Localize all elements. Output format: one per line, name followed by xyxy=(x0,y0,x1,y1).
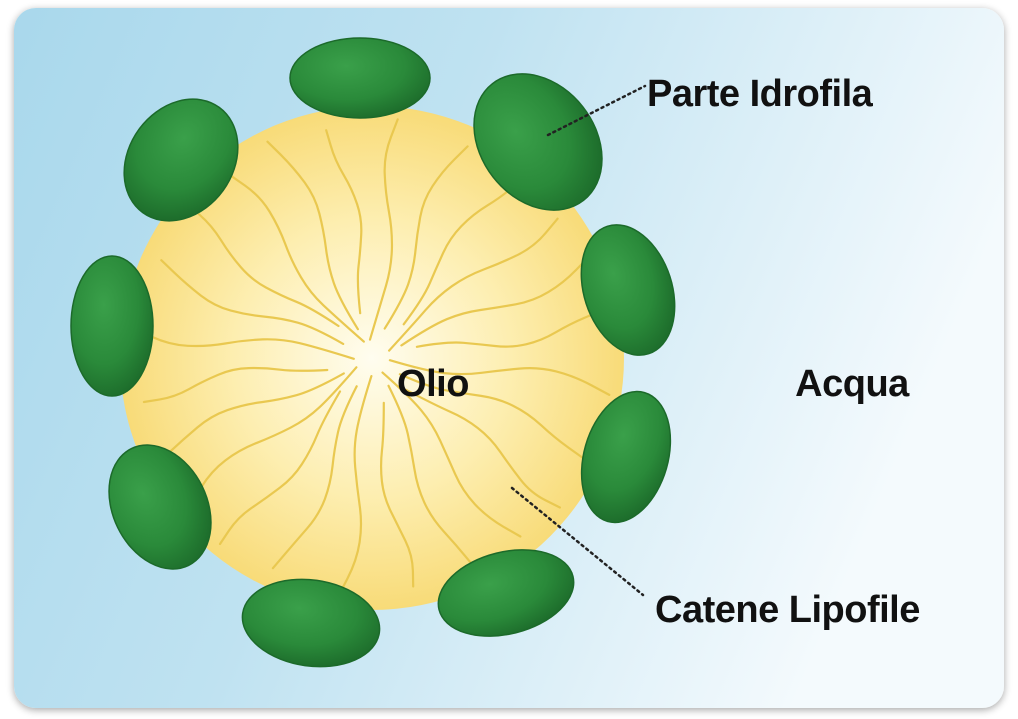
lipophilic-chain xyxy=(132,327,355,360)
lipophilic-chains xyxy=(132,118,611,597)
lipophilic-chain xyxy=(142,366,329,404)
lipophilic-chain xyxy=(218,390,342,546)
hydrophilic-head xyxy=(123,98,239,222)
hydrophilic-heads xyxy=(70,37,676,668)
hydrophilic-head xyxy=(108,444,212,570)
hydrophilic-head xyxy=(580,390,672,524)
hydrophilic-head xyxy=(70,255,154,397)
lipophilic-chain xyxy=(190,366,358,505)
hydrophilic-head xyxy=(580,224,676,356)
lipophilic-chain xyxy=(388,217,559,352)
lipophilic-chain xyxy=(228,173,365,343)
hydrophilic-head xyxy=(473,73,603,211)
hydrophilic-head xyxy=(289,37,431,119)
hydrophilic-head xyxy=(241,578,381,668)
lipophilic-chain xyxy=(387,384,481,575)
hydrophilic-head xyxy=(437,549,575,637)
oil-droplet xyxy=(120,106,624,610)
lipophilic-chain xyxy=(388,359,611,396)
lipophilic-chain xyxy=(383,145,469,330)
lipophilic-chain xyxy=(337,375,373,597)
label-lipophilic: Catene Lipofile xyxy=(655,589,920,631)
label-water: Acqua xyxy=(795,363,910,405)
lipophilic-chain xyxy=(271,385,358,570)
lipophilic-chain xyxy=(398,373,584,459)
leader-line-hydrophilic xyxy=(546,84,647,137)
lipophilic-chain xyxy=(160,259,345,345)
lipophilic-chain xyxy=(266,140,359,331)
label-hydrophilic: Parte Idrofila xyxy=(647,73,874,115)
leader-line-lipophilic xyxy=(510,486,645,597)
label-oil: Olio xyxy=(397,363,469,405)
lipophilic-chain xyxy=(155,372,345,466)
lipophilic-chain xyxy=(381,371,522,538)
lipophilic-chain xyxy=(415,310,601,348)
lipophilic-chain xyxy=(186,203,340,328)
lipophilic-chain xyxy=(400,255,591,347)
lipophilic-chain xyxy=(402,173,529,326)
lipophilic-chain xyxy=(325,129,363,315)
lipophilic-chain xyxy=(404,388,561,509)
lipophilic-chain xyxy=(368,118,399,341)
lipophilic-chain xyxy=(379,401,415,588)
